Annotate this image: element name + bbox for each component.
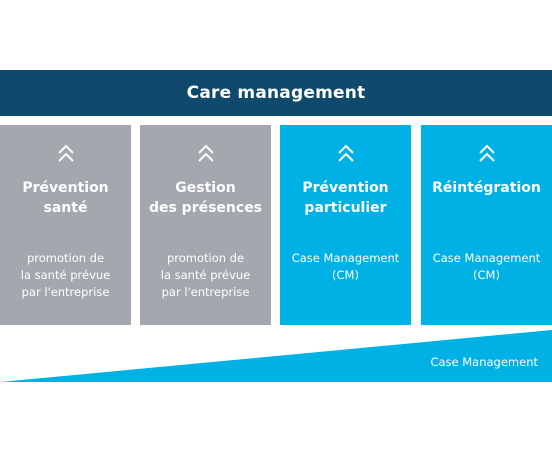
box-description: promotion de la santé prévue par l'entre… — [140, 250, 271, 301]
box-desc-line: Case Management — [432, 251, 541, 265]
box-desc-line: la santé prévue — [20, 268, 111, 282]
box-desc-line: Case Management — [291, 251, 400, 265]
box-title: Prévention santé — [0, 178, 131, 218]
box-prevention-sante: Prévention santé promotion de la santé p… — [0, 125, 131, 325]
box-description: Case Management (CM) — [280, 250, 411, 284]
box-desc-line: (CM) — [332, 268, 359, 282]
box-title-line: santé — [43, 200, 88, 216]
box-desc-line: par l'entreprise — [161, 285, 250, 299]
box-desc-line: promotion de — [166, 251, 245, 265]
double-chevron-up-icon — [337, 144, 354, 162]
double-chevron-up-icon — [478, 144, 495, 162]
box-gestion-presences: Gestion des présences promotion de la sa… — [140, 125, 271, 325]
box-title-line: Prévention — [22, 180, 109, 196]
care-management-header: Care management — [0, 70, 552, 116]
box-description: Case Management (CM) — [421, 250, 552, 284]
box-prevention-particulier: Prévention particulier Case Management (… — [280, 125, 411, 325]
wedge-label: Case Management — [430, 355, 538, 369]
box-title: Réintégration — [421, 178, 552, 198]
box-description: promotion de la santé prévue par l'entre… — [0, 250, 131, 301]
box-title: Gestion des présences — [140, 178, 271, 218]
box-desc-line: promotion de — [26, 251, 105, 265]
box-title-line: des présences — [148, 200, 263, 216]
box-title-line: particulier — [304, 200, 387, 216]
case-management-wedge — [0, 330, 552, 382]
header-title: Care management — [186, 83, 366, 103]
box-title-line: Réintégration — [432, 180, 541, 196]
double-chevron-up-icon — [197, 144, 214, 162]
box-title-line: Prévention — [302, 180, 389, 196]
box-title-line: Gestion — [175, 180, 236, 196]
box-title: Prévention particulier — [280, 178, 411, 218]
box-desc-line: la santé prévue — [160, 268, 251, 282]
box-desc-line: par l'entreprise — [21, 285, 110, 299]
double-chevron-up-icon — [57, 144, 74, 162]
box-desc-line: (CM) — [473, 268, 500, 282]
box-reintegration: Réintégration Case Management (CM) — [421, 125, 552, 325]
